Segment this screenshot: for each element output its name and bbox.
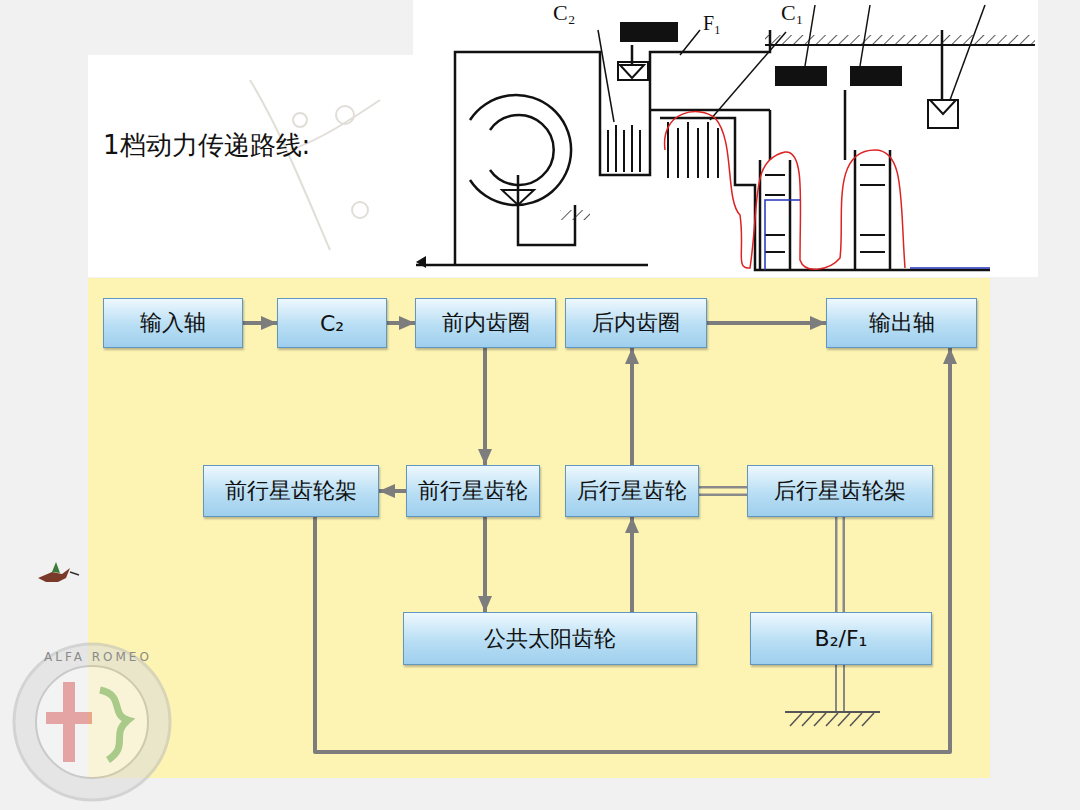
flow-arrow xyxy=(387,321,415,325)
link-double-gap xyxy=(838,517,843,612)
edge-group xyxy=(387,323,415,324)
box-text: 输出轴 xyxy=(869,308,935,338)
process-box: 前内齿圈 xyxy=(415,298,556,348)
link-double-line xyxy=(835,517,845,612)
flow-arrow xyxy=(630,348,634,465)
process-box: 公共太阳齿轮 xyxy=(403,612,697,665)
link-double-gap xyxy=(699,489,748,494)
edge-group xyxy=(840,517,841,612)
box-text: 前行星齿轮 xyxy=(418,476,528,506)
edge-group xyxy=(485,348,486,465)
process-box: 前行星齿轮 xyxy=(406,465,540,517)
part-label: C₁ xyxy=(781,0,803,26)
edge-group xyxy=(699,491,748,492)
flow-arrow xyxy=(315,348,950,752)
process-box: B₂/F₁ xyxy=(750,612,932,665)
edge-group xyxy=(485,517,486,612)
process-box: 输入轴 xyxy=(103,298,243,348)
flow-panel xyxy=(88,278,990,778)
process-box: 后行星齿轮 xyxy=(565,465,699,517)
box-text: B₂/F₁ xyxy=(815,626,868,651)
process-box: 后行星齿轮架 xyxy=(747,465,933,517)
edge-group xyxy=(379,491,406,492)
edge-group xyxy=(632,517,633,612)
box-text: 前内齿圈 xyxy=(442,308,530,338)
box-text: C₂ xyxy=(320,311,344,336)
flow-arrow xyxy=(483,348,487,465)
logo xyxy=(14,644,170,800)
bird-icon xyxy=(38,562,79,582)
flow-arrow xyxy=(483,517,487,612)
flow-arrow xyxy=(379,489,406,493)
edge-group xyxy=(632,348,633,465)
edge-group xyxy=(707,323,826,324)
gear-schematic xyxy=(413,0,1038,277)
process-box: 后内齿圈 xyxy=(565,298,707,348)
flow-arrow xyxy=(707,321,826,325)
process-box: 输出轴 xyxy=(826,298,977,348)
box-text: 后行星齿轮架 xyxy=(774,476,906,506)
part-label: C₂ xyxy=(553,0,575,26)
box-text: 后内齿圈 xyxy=(592,308,680,338)
process-box: 前行星齿轮架 xyxy=(203,465,379,517)
flow-arrow xyxy=(243,321,277,325)
part-label: F₁ xyxy=(703,12,721,35)
ground-symbol xyxy=(785,665,880,726)
slide-title: 1档动力传递路线: xyxy=(103,128,310,163)
process-box: C₂ xyxy=(277,298,387,348)
edge-group xyxy=(243,323,277,324)
flow-arrow xyxy=(630,517,634,612)
logo-watermark: ALFA ROMEO xyxy=(44,650,152,664)
box-text: 后行星齿轮 xyxy=(577,476,687,506)
edge-group xyxy=(315,348,950,752)
blossom-decoration xyxy=(250,80,380,250)
box-text: 输入轴 xyxy=(140,308,206,338)
link-double-line xyxy=(699,486,748,496)
box-text: 公共太阳齿轮 xyxy=(484,624,616,654)
box-text: 前行星齿轮架 xyxy=(225,476,357,506)
top-panel xyxy=(88,55,418,277)
